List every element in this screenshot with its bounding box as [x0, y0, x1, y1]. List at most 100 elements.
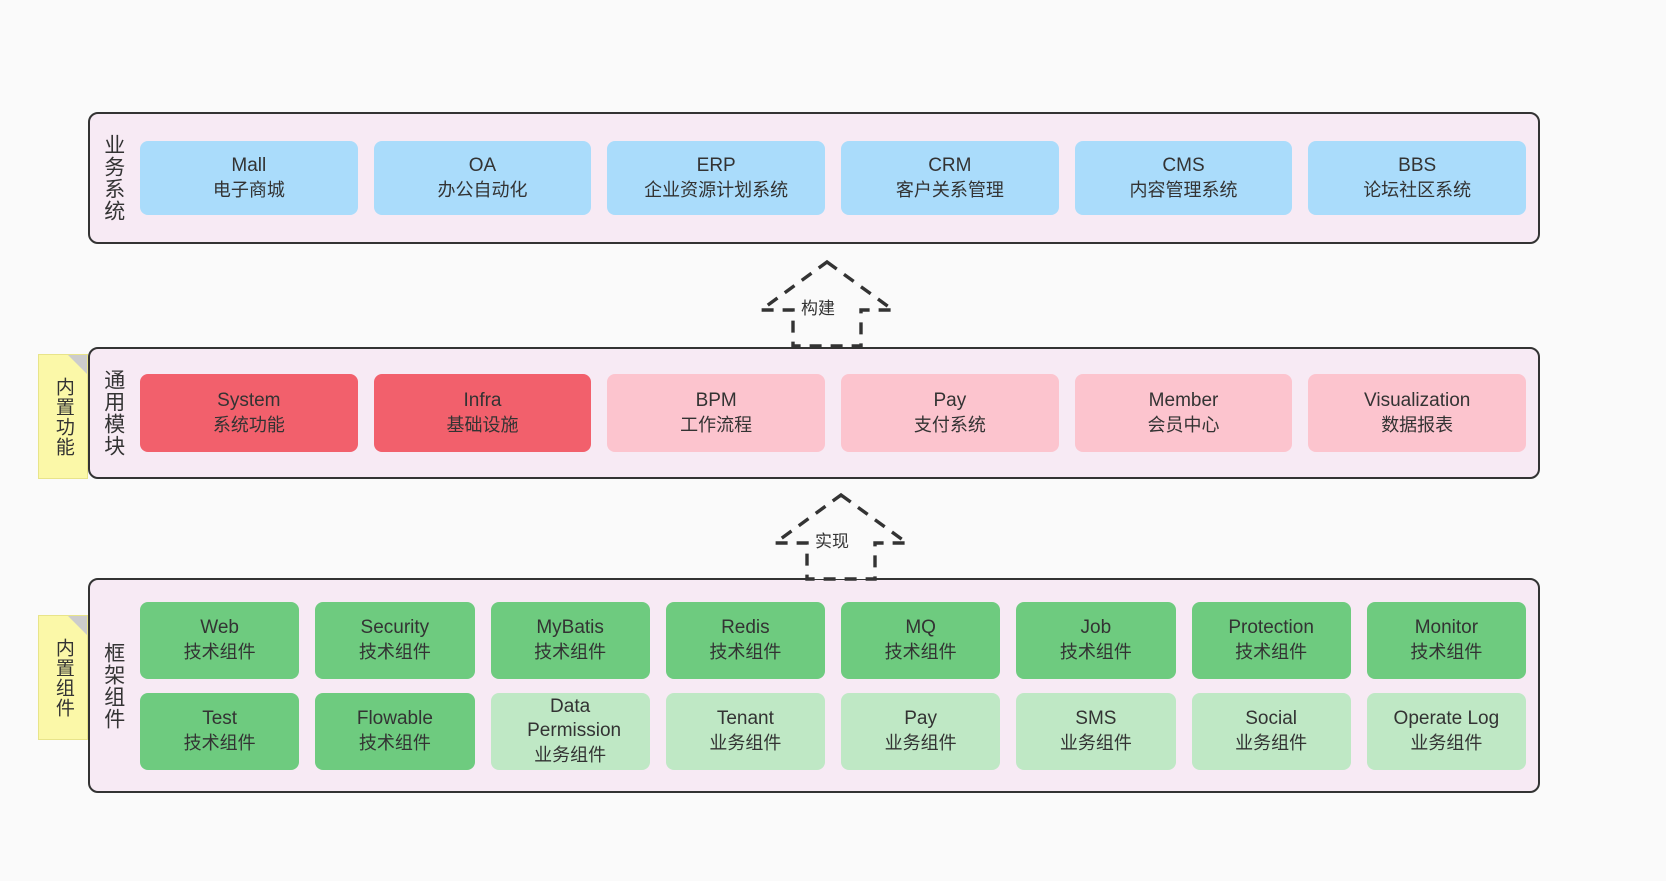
card-crm[interactable]: CRM 客户关系管理 — [841, 141, 1059, 215]
card-tenant[interactable]: Tenant 业务组件 — [665, 692, 825, 770]
card-redis-title: Redis — [721, 617, 770, 639]
card-erp[interactable]: ERP 企业资源计划系统 — [607, 141, 826, 215]
card-member[interactable]: Member 会员中心 — [1074, 374, 1293, 452]
card-monitor-subtitle: 技术组件 — [1410, 641, 1483, 662]
card-mq-title: MQ — [905, 617, 936, 639]
card-sms-subtitle: 业务组件 — [1059, 732, 1132, 753]
card-sms[interactable]: SMS 业务组件 — [1016, 692, 1176, 770]
card-mq[interactable]: MQ 技术组件 — [841, 601, 1001, 679]
card-web[interactable]: Web 技术组件 — [140, 601, 300, 679]
card-system-title: System — [217, 390, 281, 412]
card-redis-subtitle: 技术组件 — [709, 641, 782, 662]
card-cms-subtitle: 内容管理系统 — [1129, 179, 1238, 200]
card-flowable-title: Flowable — [356, 708, 433, 730]
card-monitor-title: Monitor — [1414, 617, 1479, 639]
card-pay-component-subtitle: 业务组件 — [884, 732, 957, 753]
layer-body-framework: Web 技术组件 Security 技术组件 MyBatis 技术组件 Redi… — [136, 580, 1538, 791]
card-erp-subtitle: 企业资源计划系统 — [644, 179, 789, 200]
connector-implement-shape — [769, 492, 913, 581]
card-system[interactable]: System 系统功能 — [140, 374, 358, 452]
card-security[interactable]: Security 技术组件 — [315, 601, 475, 679]
layer-body-business: Mall 电子商城 OA 办公自动化 ERP 企业资源计划系统 CRM 客户关系… — [136, 114, 1538, 242]
card-erp-title: ERP — [696, 155, 736, 177]
card-data-permission-title: Data Permission — [527, 696, 622, 742]
card-pay-module-subtitle: 支付系统 — [913, 414, 986, 435]
business-row: Mall 电子商城 OA 办公自动化 ERP 企业资源计划系统 CRM 客户关系… — [140, 141, 1527, 215]
card-data-permission-subtitle: 业务组件 — [534, 744, 607, 765]
card-flowable-subtitle: 技术组件 — [358, 732, 431, 753]
card-security-title: Security — [360, 617, 430, 639]
card-crm-subtitle: 客户关系管理 — [895, 179, 1004, 200]
card-protection-title: Protection — [1228, 617, 1314, 639]
layer-business-system[interactable]: 业务系统 Mall 电子商城 OA 办公自动化 ERP 企业资源计划系统 CRM… — [88, 112, 1540, 244]
card-social-title: Social — [1245, 708, 1297, 730]
card-visualization-subtitle: 数据报表 — [1381, 414, 1454, 435]
card-pay-module-title: Pay — [933, 390, 967, 412]
card-mall[interactable]: Mall 电子商城 — [140, 141, 358, 215]
card-mall-title: Mall — [231, 155, 267, 177]
card-system-subtitle: 系统功能 — [212, 414, 285, 435]
card-bbs-title: BBS — [1398, 155, 1437, 177]
framework-row-tech: Web 技术组件 Security 技术组件 MyBatis 技术组件 Redi… — [140, 601, 1526, 679]
card-security-subtitle: 技术组件 — [358, 641, 431, 662]
note-builtin-component: 内置组件 — [38, 615, 88, 740]
card-bpm[interactable]: BPM 工作流程 — [607, 374, 826, 452]
card-member-title: Member — [1148, 390, 1219, 412]
card-job-title: Job — [1080, 617, 1112, 639]
card-bpm-subtitle: 工作流程 — [680, 414, 753, 435]
layer-title-framework: 框架组件 — [101, 641, 125, 730]
card-tenant-title: Tenant — [716, 708, 774, 730]
card-bbs-subtitle: 论坛社区系统 — [1363, 179, 1472, 200]
card-mall-subtitle: 电子商城 — [212, 179, 285, 200]
connector-build-shape — [755, 259, 899, 348]
layer-body-module: System 系统功能 Infra 基础设施 BPM 工作流程 Pay 支付系统… — [136, 349, 1538, 477]
card-mybatis-subtitle: 技术组件 — [534, 641, 607, 662]
card-pay-component[interactable]: Pay 业务组件 — [841, 692, 1001, 770]
module-row: System 系统功能 Infra 基础设施 BPM 工作流程 Pay 支付系统… — [140, 374, 1527, 452]
card-oa-subtitle: 办公自动化 — [437, 179, 528, 200]
card-flowable[interactable]: Flowable 技术组件 — [315, 692, 475, 770]
card-social[interactable]: Social 业务组件 — [1191, 692, 1351, 770]
card-infra[interactable]: Infra 基础设施 — [373, 374, 592, 452]
card-visualization[interactable]: Visualization 数据报表 — [1308, 374, 1527, 452]
layer-title-business: 业务系统 — [101, 134, 125, 222]
card-mybatis-title: MyBatis — [536, 617, 604, 639]
card-oa[interactable]: OA 办公自动化 — [373, 141, 592, 215]
card-operate-log-subtitle: 业务组件 — [1410, 732, 1483, 753]
card-test-subtitle: 技术组件 — [183, 732, 256, 753]
card-pay-component-title: Pay — [904, 708, 937, 730]
card-operate-log[interactable]: Operate Log 业务组件 — [1366, 692, 1526, 770]
card-operate-log-title: Operate Log — [1393, 708, 1500, 730]
card-social-subtitle: 业务组件 — [1235, 732, 1308, 753]
note-builtin-component-label: 内置组件 — [52, 637, 74, 718]
card-mybatis[interactable]: MyBatis 技术组件 — [490, 601, 650, 679]
card-job-subtitle: 技术组件 — [1059, 641, 1132, 662]
framework-row-business: Test 技术组件 Flowable 技术组件 Data Permission … — [140, 692, 1526, 770]
card-data-permission[interactable]: Data Permission 业务组件 — [490, 692, 650, 770]
card-member-subtitle: 会员中心 — [1147, 414, 1220, 435]
card-infra-title: Infra — [463, 390, 502, 412]
layer-framework-component[interactable]: 框架组件 Web 技术组件 Security 技术组件 MyBatis 技术组件… — [88, 578, 1540, 793]
card-cms-title: CMS — [1162, 155, 1205, 177]
card-pay-module[interactable]: Pay 支付系统 — [841, 374, 1059, 452]
layer-common-module[interactable]: 通用模块 System 系统功能 Infra 基础设施 BPM 工作流程 Pay… — [88, 347, 1540, 479]
card-job[interactable]: Job 技术组件 — [1016, 601, 1176, 679]
card-test[interactable]: Test 技术组件 — [140, 692, 300, 770]
card-sms-title: SMS — [1075, 708, 1117, 730]
card-crm-title: CRM — [928, 155, 972, 177]
card-mq-subtitle: 技术组件 — [884, 641, 957, 662]
card-redis[interactable]: Redis 技术组件 — [665, 601, 825, 679]
card-monitor[interactable]: Monitor 技术组件 — [1366, 601, 1526, 679]
card-visualization-title: Visualization — [1364, 390, 1471, 412]
card-web-title: Web — [200, 617, 239, 639]
card-bbs[interactable]: BBS 论坛社区系统 — [1308, 141, 1527, 215]
card-protection[interactable]: Protection 技术组件 — [1191, 601, 1351, 679]
note-builtin-function-label: 内置功能 — [52, 376, 74, 457]
note-builtin-function: 内置功能 — [38, 354, 88, 479]
card-cms[interactable]: CMS 内容管理系统 — [1074, 141, 1293, 215]
card-test-title: Test — [202, 708, 238, 730]
layer-title-module: 通用模块 — [101, 369, 125, 457]
card-web-subtitle: 技术组件 — [183, 641, 256, 662]
card-tenant-subtitle: 业务组件 — [709, 732, 782, 753]
